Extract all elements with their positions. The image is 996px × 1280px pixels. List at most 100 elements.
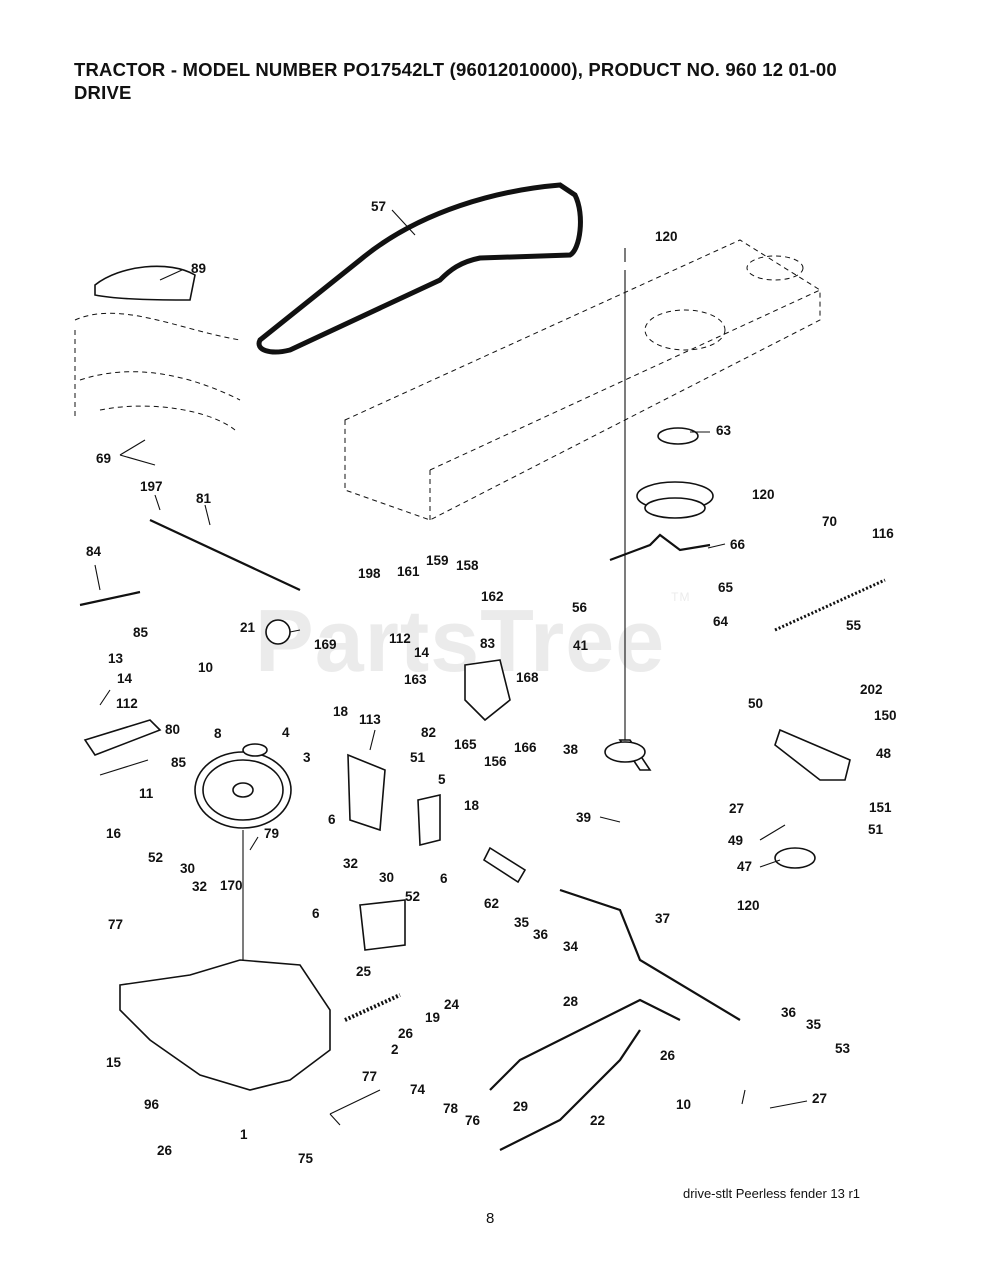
callout-14: 14 (117, 671, 133, 686)
callout-165: 165 (454, 737, 477, 752)
shift-knob (265, 619, 291, 645)
callout-162: 162 (481, 589, 504, 604)
transaxle-body (119, 959, 331, 1091)
callout-96: 96 (144, 1097, 160, 1112)
drive-belt (256, 182, 583, 355)
callout-41: 41 (573, 638, 589, 653)
callout-51: 51 (410, 750, 426, 765)
pedal-grip (482, 846, 527, 884)
callout-6: 6 (312, 906, 320, 921)
callout-26: 26 (660, 1048, 676, 1063)
callout-14: 14 (414, 645, 430, 660)
callout-169: 169 (314, 637, 337, 652)
title-line-2: DRIVE (74, 82, 132, 103)
callout-116: 116 (872, 526, 894, 541)
callout-120: 120 (737, 898, 760, 913)
transaxle-pulley (194, 743, 292, 980)
callout-198: 198 (358, 566, 381, 581)
callout-64: 64 (713, 614, 729, 629)
left-bracket (83, 719, 162, 756)
callout-120: 120 (655, 229, 678, 244)
callout-80: 80 (165, 722, 181, 737)
callout-84: 84 (86, 544, 102, 559)
callout-49: 49 (728, 833, 744, 848)
callout-76: 76 (465, 1113, 481, 1128)
callout-3: 3 (303, 750, 311, 765)
link-rod (79, 590, 141, 607)
callout-168: 168 (516, 670, 539, 685)
callout-13: 13 (108, 651, 124, 666)
callout-50: 50 (748, 696, 764, 711)
callout-89: 89 (191, 261, 207, 276)
page-number: 8 (486, 1210, 495, 1227)
title-line-1: TRACTOR - MODEL NUMBER PO17542LT (960120… (74, 59, 837, 80)
callout-10: 10 (676, 1097, 692, 1112)
callout-6: 6 (328, 812, 336, 827)
callout-163: 163 (404, 672, 427, 687)
callout-21: 21 (240, 620, 256, 635)
callout-170: 170 (220, 878, 243, 893)
callout-19: 19 (425, 1010, 441, 1025)
callout-39: 39 (576, 810, 592, 825)
callout-79: 79 (264, 826, 280, 841)
page-title: TRACTOR - MODEL NUMBER PO17542LT (960120… (74, 58, 837, 104)
control-bracket (464, 659, 511, 722)
callout-34: 34 (563, 939, 579, 954)
callout-36: 36 (533, 927, 549, 942)
callout-4: 4 (282, 725, 290, 740)
idler-arm-bracket (774, 728, 851, 781)
callout-55: 55 (846, 618, 862, 633)
callout-26: 26 (398, 1026, 414, 1041)
callout-62: 62 (484, 896, 500, 911)
callout-77: 77 (362, 1069, 378, 1084)
callout-120: 120 (752, 487, 775, 502)
callout-32: 32 (192, 879, 208, 894)
lower-rod (499, 1029, 641, 1151)
callout-56: 56 (572, 600, 588, 615)
callout-57: 57 (371, 199, 387, 214)
idler-pulley-center (604, 741, 646, 763)
callout-26: 26 (157, 1143, 173, 1158)
callout-18: 18 (333, 704, 349, 719)
callout-82: 82 (421, 725, 437, 740)
callout-159: 159 (426, 553, 449, 568)
callout-25: 25 (356, 964, 372, 979)
callout-36: 36 (781, 1005, 797, 1020)
callout-30: 30 (379, 870, 395, 885)
callout-53: 53 (835, 1041, 851, 1056)
callout-15: 15 (106, 1055, 122, 1070)
callout-35: 35 (514, 915, 530, 930)
callout-38: 38 (563, 742, 579, 757)
tractor-frame (344, 239, 821, 521)
callout-70: 70 (822, 514, 838, 529)
callout-11: 11 (139, 786, 154, 801)
belt-keeper (609, 533, 711, 562)
compression-spring (344, 993, 401, 1022)
callout-24: 24 (444, 997, 460, 1012)
callout-47: 47 (737, 859, 753, 874)
center-bracket (359, 899, 406, 951)
callout-16: 16 (106, 826, 122, 841)
callout-113: 113 (359, 712, 381, 727)
idler-pulley (774, 847, 816, 869)
callout-5: 5 (438, 772, 446, 787)
callout-29: 29 (513, 1099, 529, 1114)
callout-1: 1 (240, 1127, 248, 1142)
callout-66: 66 (730, 537, 746, 552)
callout-81: 81 (196, 491, 212, 506)
callout-51: 51 (868, 822, 884, 837)
callout-74: 74 (410, 1082, 426, 1097)
callout-52: 52 (405, 889, 421, 904)
callout-65: 65 (718, 580, 734, 595)
callout-156: 156 (484, 754, 507, 769)
leader-lines (94, 209, 808, 1126)
callout-202: 202 (860, 682, 883, 697)
callout-151: 151 (869, 800, 892, 815)
callout-2: 2 (391, 1042, 399, 1057)
callout-112: 112 (116, 696, 138, 711)
callout-8: 8 (214, 726, 222, 741)
callout-28: 28 (563, 994, 579, 1009)
callout-10: 10 (198, 660, 214, 675)
callout-166: 166 (514, 740, 537, 755)
